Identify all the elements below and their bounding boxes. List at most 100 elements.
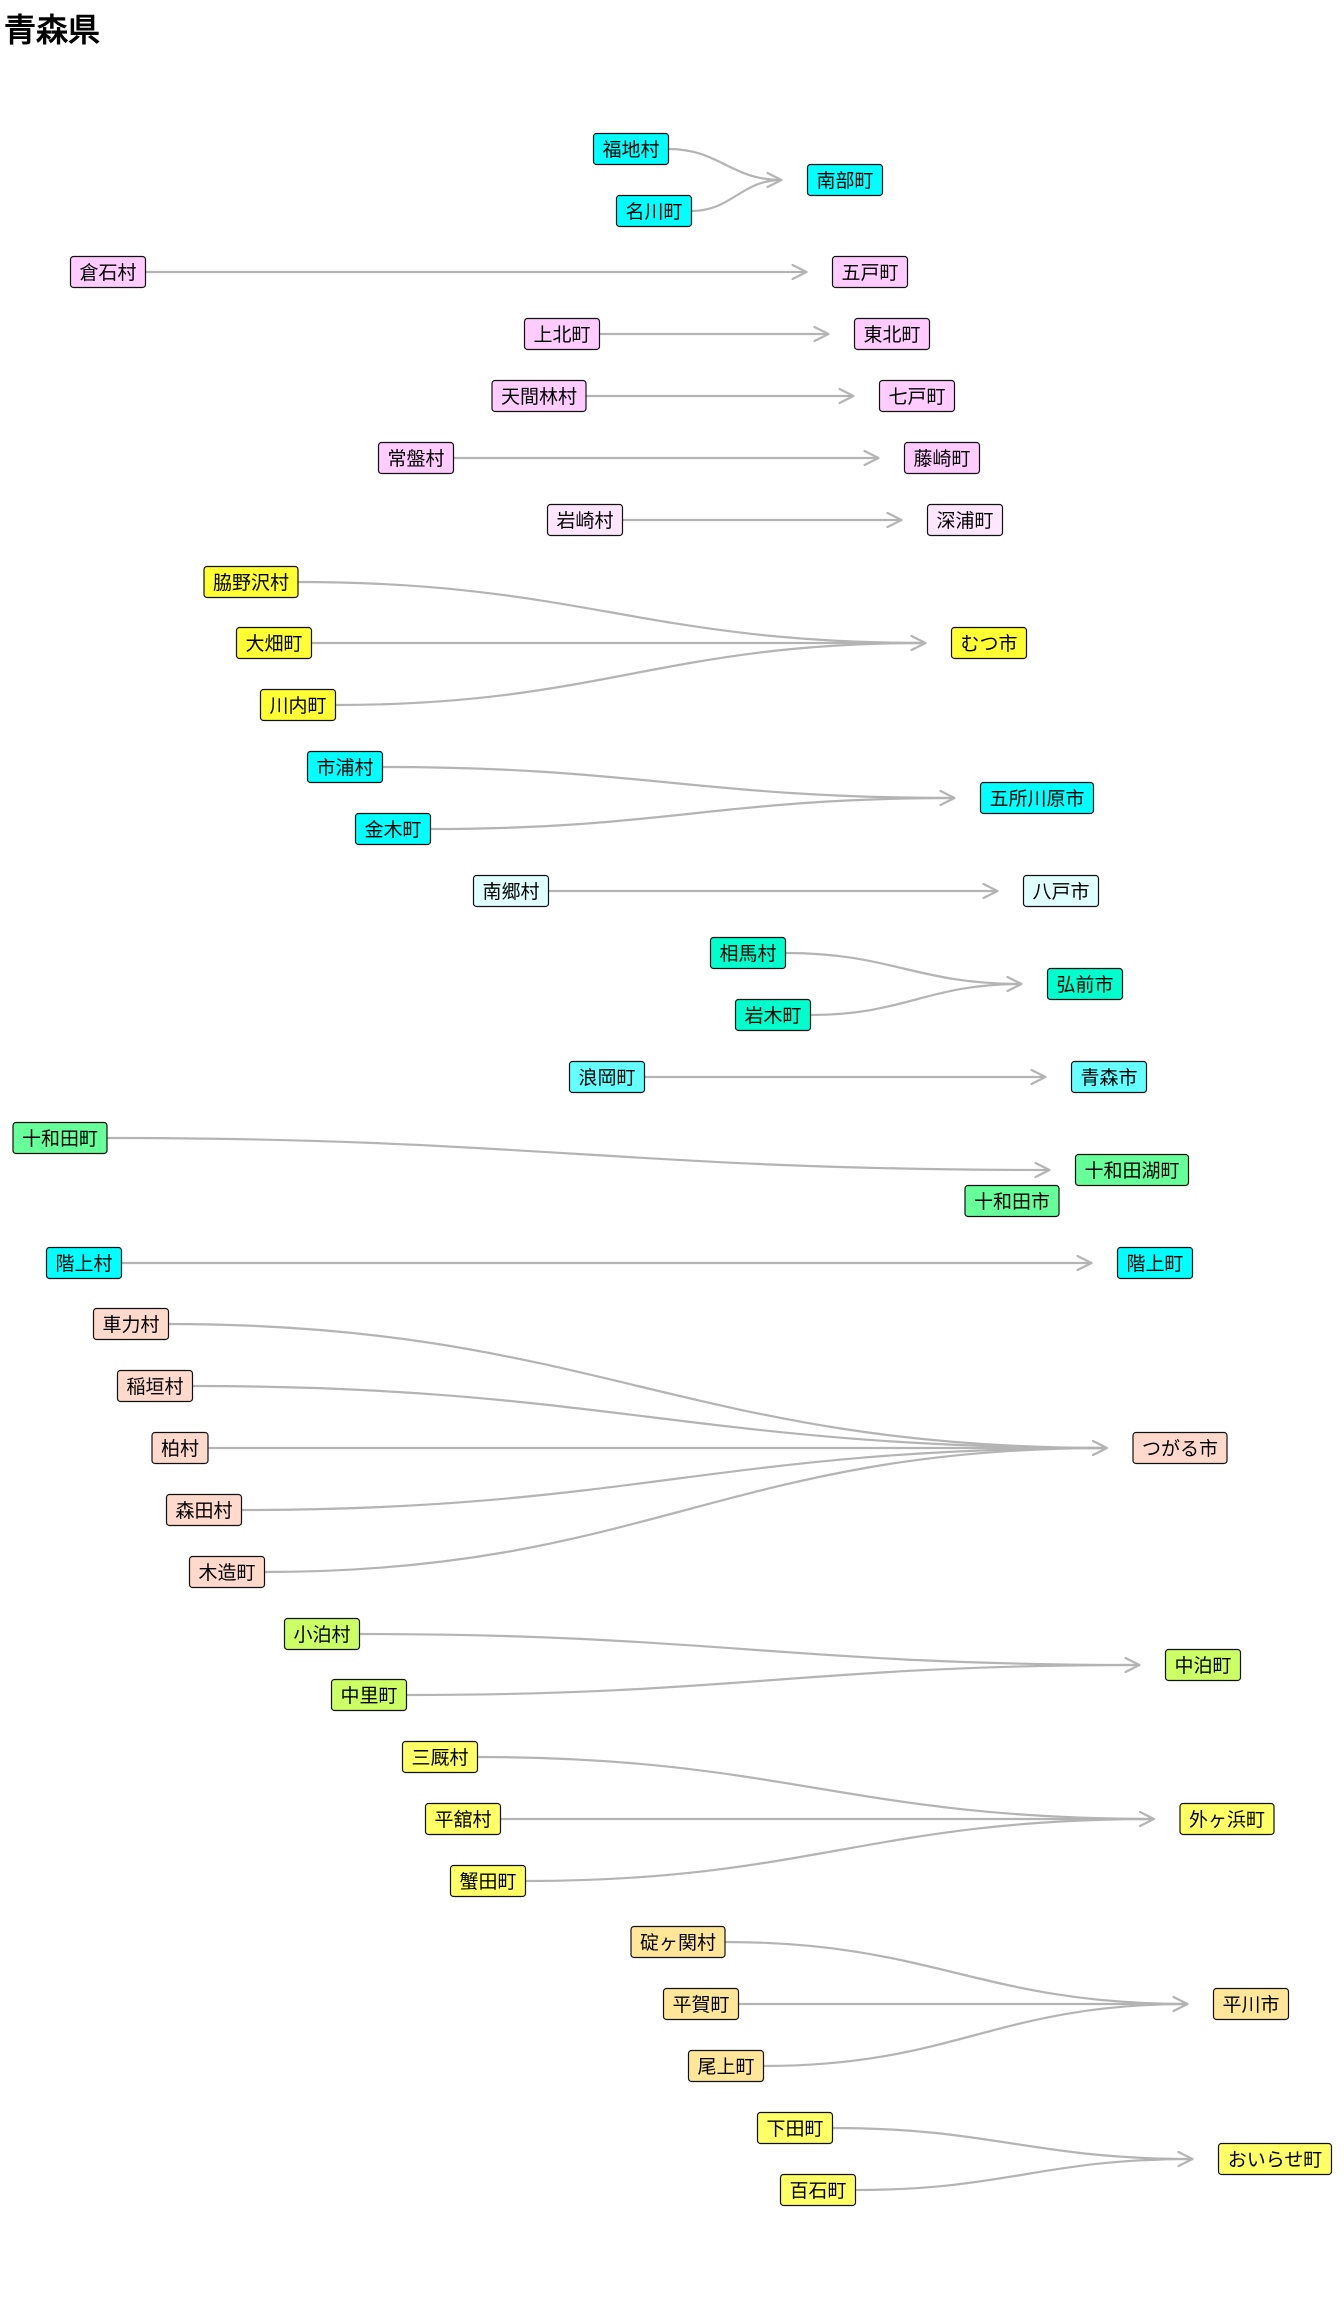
node-label: 脇野沢村 bbox=[213, 572, 289, 594]
arrowhead-14 bbox=[1124, 1656, 1141, 1674]
node-label: 平賀町 bbox=[672, 1994, 729, 2016]
node-box bbox=[853, 317, 931, 351]
node-source-13-1: 稲垣村 bbox=[116, 1369, 194, 1403]
node-label: 中里町 bbox=[340, 1685, 397, 1707]
node-box bbox=[878, 379, 956, 413]
node-box bbox=[188, 1555, 266, 1589]
node-label: 名川町 bbox=[625, 201, 682, 223]
node-source-11-0: 十和田町 bbox=[12, 1121, 108, 1155]
node-label: 福地村 bbox=[602, 139, 659, 161]
node-label: 川内町 bbox=[269, 695, 326, 717]
node-label: 尾上町 bbox=[697, 2056, 754, 2078]
edge-14-1 bbox=[406, 1663, 1140, 1697]
node-box bbox=[831, 255, 909, 289]
node-label: 常盤村 bbox=[387, 448, 444, 470]
node-target-12: 階上町 bbox=[1116, 1246, 1194, 1280]
edge-13-1 bbox=[192, 1384, 1108, 1450]
node-source-13-2: 柏村 bbox=[151, 1431, 209, 1465]
node-label: 三厩村 bbox=[411, 1747, 468, 1769]
node-box bbox=[1164, 1648, 1242, 1682]
node-box bbox=[165, 1493, 243, 1527]
edge-17-0 bbox=[832, 2126, 1193, 2161]
node-source-9-0: 相馬村 bbox=[709, 936, 787, 970]
node-box bbox=[964, 1184, 1060, 1218]
arrowhead-17 bbox=[1177, 2150, 1194, 2168]
node-box bbox=[903, 441, 981, 475]
node-label: 倉石村 bbox=[79, 262, 136, 284]
node-target-0: 南部町 bbox=[806, 163, 884, 197]
edge-7-1 bbox=[430, 796, 955, 831]
node-label: 中泊町 bbox=[1174, 1655, 1231, 1677]
node-label: 岩木町 bbox=[744, 1005, 801, 1027]
node-target-15: 外ヶ浜町 bbox=[1179, 1802, 1275, 1836]
node-box bbox=[330, 1678, 408, 1712]
edge-13-3 bbox=[241, 1446, 1108, 1512]
node-target-5: 深浦町 bbox=[926, 503, 1004, 537]
edge-16-2 bbox=[763, 2002, 1188, 2068]
node-target-14: 中泊町 bbox=[1164, 1648, 1242, 1682]
node-target-3: 七戸町 bbox=[878, 379, 956, 413]
node-label: 八戸市 bbox=[1032, 881, 1089, 903]
node-box bbox=[1212, 1987, 1290, 2021]
node-label: 南郷村 bbox=[482, 881, 539, 903]
arrowhead-10 bbox=[1030, 1068, 1047, 1086]
node-label: 南部町 bbox=[816, 170, 873, 192]
arrowhead-16 bbox=[1172, 1995, 1189, 2013]
node-target-10: 青森市 bbox=[1070, 1060, 1148, 1094]
node-source-4-0: 常盤村 bbox=[377, 441, 455, 475]
node-box bbox=[401, 1740, 479, 1774]
node-label: 深浦町 bbox=[936, 510, 993, 532]
arrowhead-8 bbox=[982, 882, 999, 900]
node-box bbox=[235, 626, 313, 660]
node-label: 車力村 bbox=[102, 1314, 159, 1336]
node-label: むつ市 bbox=[960, 633, 1017, 655]
arrowhead-9 bbox=[1006, 975, 1023, 993]
edge-11-0 bbox=[106, 1136, 1050, 1172]
node-box bbox=[424, 1802, 502, 1836]
node-box bbox=[1179, 1802, 1275, 1836]
node-label: 浪岡町 bbox=[578, 1067, 635, 1089]
node-target-8: 八戸市 bbox=[1022, 874, 1100, 908]
node-box bbox=[377, 441, 455, 475]
arrowhead-13 bbox=[1091, 1439, 1109, 1457]
node-target-7: 五所川原市 bbox=[979, 781, 1095, 815]
node-box bbox=[69, 255, 147, 289]
node-source-6-0: 脇野沢村 bbox=[203, 565, 299, 599]
node-box bbox=[568, 1060, 646, 1094]
node-box bbox=[203, 565, 299, 599]
node-source-14-0: 小泊村 bbox=[283, 1617, 361, 1651]
edge-0-1 bbox=[691, 178, 782, 213]
node-source-7-0: 市浦村 bbox=[306, 750, 384, 784]
node-label: つがる市 bbox=[1142, 1438, 1218, 1460]
node-source-3-0: 天間林村 bbox=[491, 379, 587, 413]
node-label: 平川市 bbox=[1222, 1994, 1279, 2016]
node-box bbox=[259, 688, 337, 722]
node-label: 天間林村 bbox=[501, 386, 577, 408]
edge-9-1 bbox=[810, 982, 1022, 1017]
arrowhead-12 bbox=[1076, 1254, 1093, 1272]
node-box bbox=[1074, 1153, 1190, 1187]
node-target-2: 東北町 bbox=[853, 317, 931, 351]
node-box bbox=[630, 1925, 726, 1959]
node-box bbox=[950, 626, 1028, 660]
node-source-17-1: 百石町 bbox=[779, 2173, 857, 2207]
node-source-1-0: 倉石村 bbox=[69, 255, 147, 289]
edge-6-0 bbox=[297, 580, 926, 645]
node-box bbox=[709, 936, 787, 970]
arrowhead-1 bbox=[791, 263, 808, 281]
node-box bbox=[354, 812, 432, 846]
node-label: 十和田湖町 bbox=[1084, 1160, 1179, 1182]
node-box bbox=[1070, 1060, 1148, 1094]
node-label: 東北町 bbox=[863, 324, 920, 346]
node-box bbox=[546, 503, 624, 537]
node-box bbox=[1132, 1431, 1228, 1465]
node-target-16: 平川市 bbox=[1212, 1987, 1290, 2021]
node-label: 柏村 bbox=[161, 1438, 199, 1460]
node-target-17: おいらせ町 bbox=[1217, 2142, 1333, 2176]
node-label: 下田町 bbox=[766, 2118, 823, 2140]
node-label: 市浦村 bbox=[316, 757, 373, 779]
node-label: 岩崎村 bbox=[556, 510, 613, 532]
node-label: 弘前市 bbox=[1056, 974, 1113, 996]
node-source-2-0: 上北町 bbox=[523, 317, 601, 351]
